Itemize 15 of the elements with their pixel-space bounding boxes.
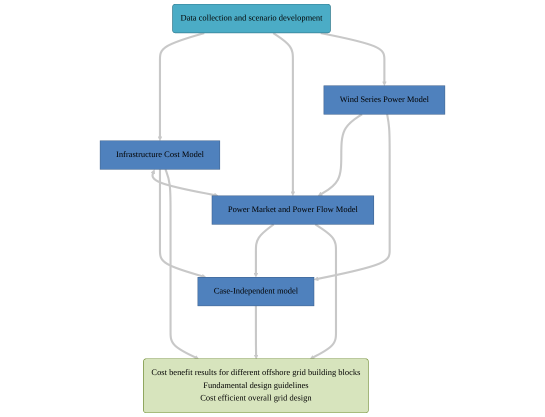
node-box: Wind Series Power Model [324,85,446,115]
arrow [254,306,258,360]
arrow [158,32,205,141]
node-box: Case-Independent model [198,277,314,306]
arrow [158,169,206,278]
arrow [150,169,219,198]
arrow [314,114,391,282]
arrow [164,168,200,360]
arrow [272,32,296,196]
node-box: Infrastructure Cost Model [100,140,220,170]
node-box: Power Market and Power Flow Model [212,196,374,225]
arrow [310,223,338,360]
arrow [320,32,387,86]
arrow [254,224,274,278]
arrow [318,113,363,196]
